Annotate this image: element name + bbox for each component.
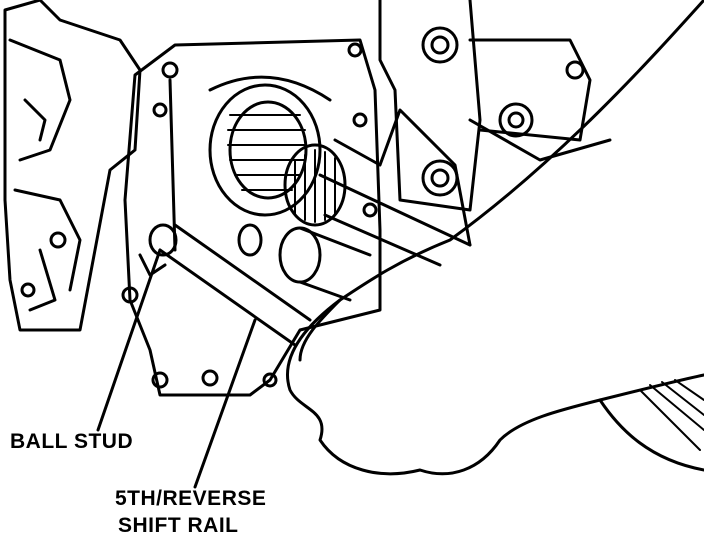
output-shaft <box>318 108 472 267</box>
mounting-bracket <box>378 0 612 212</box>
ball-stud-leader <box>96 248 162 432</box>
gear-case-plate <box>121 38 382 397</box>
shift-rail-label-line2: SHIFT RAIL <box>118 514 239 537</box>
shift-rail-label-line1: 5TH/REVERSE <box>115 487 267 510</box>
hand <box>285 0 704 476</box>
gear-cluster <box>208 75 347 227</box>
ball-stud-label: BALL STUD <box>10 430 134 453</box>
shift-rail-leader <box>193 318 257 489</box>
transmission-case-left <box>3 0 142 332</box>
ball-stud <box>138 223 263 277</box>
shift-rail <box>158 223 372 347</box>
